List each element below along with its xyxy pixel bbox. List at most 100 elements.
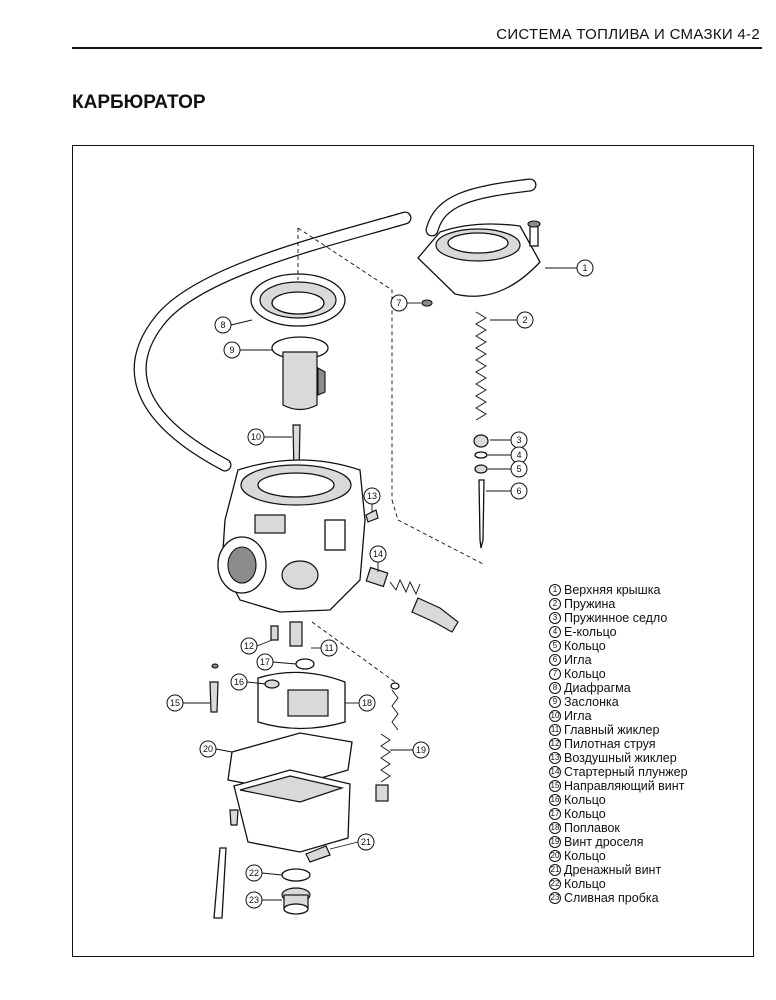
svg-text:21: 21 [361, 837, 371, 847]
page-title: КАРБЮРАТОР [72, 92, 206, 113]
callout-20: 20 [199, 740, 217, 758]
drain-hose-part [213, 847, 227, 919]
callout-19: 19 [412, 741, 430, 759]
pilot-jet-part [270, 625, 279, 641]
legend-number: 23 [549, 892, 561, 904]
section-header: СИСТЕМА ТОПЛИВА И СМАЗКИ 4-2 [496, 26, 760, 43]
legend-label: Кольцо [564, 807, 606, 821]
callout-18: 18 [358, 694, 376, 712]
svg-text:7: 7 [396, 298, 401, 308]
legend-number: 5 [549, 640, 561, 652]
legend-number: 2 [549, 598, 561, 610]
legend-label: Кольцо [564, 639, 606, 653]
legend-label: Игла [564, 653, 592, 667]
legend-number: 1 [549, 584, 561, 596]
e-ring-part [474, 451, 488, 459]
legend-number: 12 [549, 738, 561, 750]
callout-15: 15 [166, 694, 184, 712]
callout-7: 7 [390, 294, 408, 312]
starter-plunger-part [365, 566, 459, 633]
callout-9: 9 [223, 341, 241, 359]
legend-label: Дренажный винт [564, 863, 662, 877]
svg-text:19: 19 [416, 745, 426, 755]
drain-plug-part [281, 887, 311, 915]
callout-23: 23 [245, 891, 263, 909]
svg-text:16: 16 [234, 677, 244, 687]
svg-text:9: 9 [229, 345, 234, 355]
callout-16: 16 [230, 673, 248, 691]
ring-5-part [474, 464, 488, 474]
svg-text:4: 4 [516, 450, 521, 460]
svg-text:18: 18 [362, 698, 372, 708]
legend-number: 3 [549, 612, 561, 624]
legend-label: Пружина [564, 597, 616, 611]
legend-label: Заслонка [564, 695, 619, 709]
throttle-slide-part [271, 336, 329, 411]
diaphragm-part [250, 273, 346, 327]
legend-label: Стартерный плунжер [564, 765, 688, 779]
legend-label: Кольцо [564, 849, 606, 863]
ring-7-part [421, 299, 433, 307]
legend-label: Сливная пробка [564, 891, 659, 905]
legend-number: 6 [549, 654, 561, 666]
svg-text:2: 2 [522, 315, 527, 325]
callout-8: 8 [214, 316, 232, 334]
callout-1: 1 [576, 259, 594, 277]
bowl-gasket-part [227, 732, 353, 791]
legend-number: 4 [549, 626, 561, 638]
callout-5: 5 [510, 460, 528, 478]
legend-number: 22 [549, 878, 561, 890]
callout-14: 14 [369, 545, 387, 563]
legend-label: Е-кольцо [564, 625, 617, 639]
legend-label: Воздушный жиклер [564, 751, 677, 765]
legend-number: 9 [549, 696, 561, 708]
guide-screw-part [209, 663, 219, 713]
legend-number: 20 [549, 850, 561, 862]
svg-text:22: 22 [249, 868, 259, 878]
legend-label: Диафрагма [564, 681, 631, 695]
ring-22-part [281, 868, 311, 882]
legend-label: Игла [564, 709, 592, 723]
legend-number: 21 [549, 864, 561, 876]
legend-number: 8 [549, 682, 561, 694]
svg-text:1: 1 [582, 263, 587, 273]
callout-11: 11 [320, 639, 338, 657]
callout-22: 22 [245, 864, 263, 882]
ring-17-part [295, 658, 315, 670]
legend-number: 7 [549, 668, 561, 680]
svg-text:3: 3 [516, 435, 521, 445]
leader-lines [183, 267, 577, 901]
legend-number: 11 [549, 724, 561, 736]
svg-text:14: 14 [373, 549, 383, 559]
legend-number: 13 [549, 752, 561, 764]
legend-label: Направляющий винт [564, 779, 685, 793]
callout-12: 12 [240, 637, 258, 655]
legend-label: Верхняя крышка [564, 583, 661, 597]
svg-text:12: 12 [244, 641, 254, 651]
legend-number: 15 [549, 780, 561, 792]
svg-text:17: 17 [260, 657, 270, 667]
callout-13: 13 [363, 487, 381, 505]
drain-screw-part [305, 845, 331, 863]
float-bowl-part [233, 769, 351, 853]
svg-text:8: 8 [220, 320, 225, 330]
